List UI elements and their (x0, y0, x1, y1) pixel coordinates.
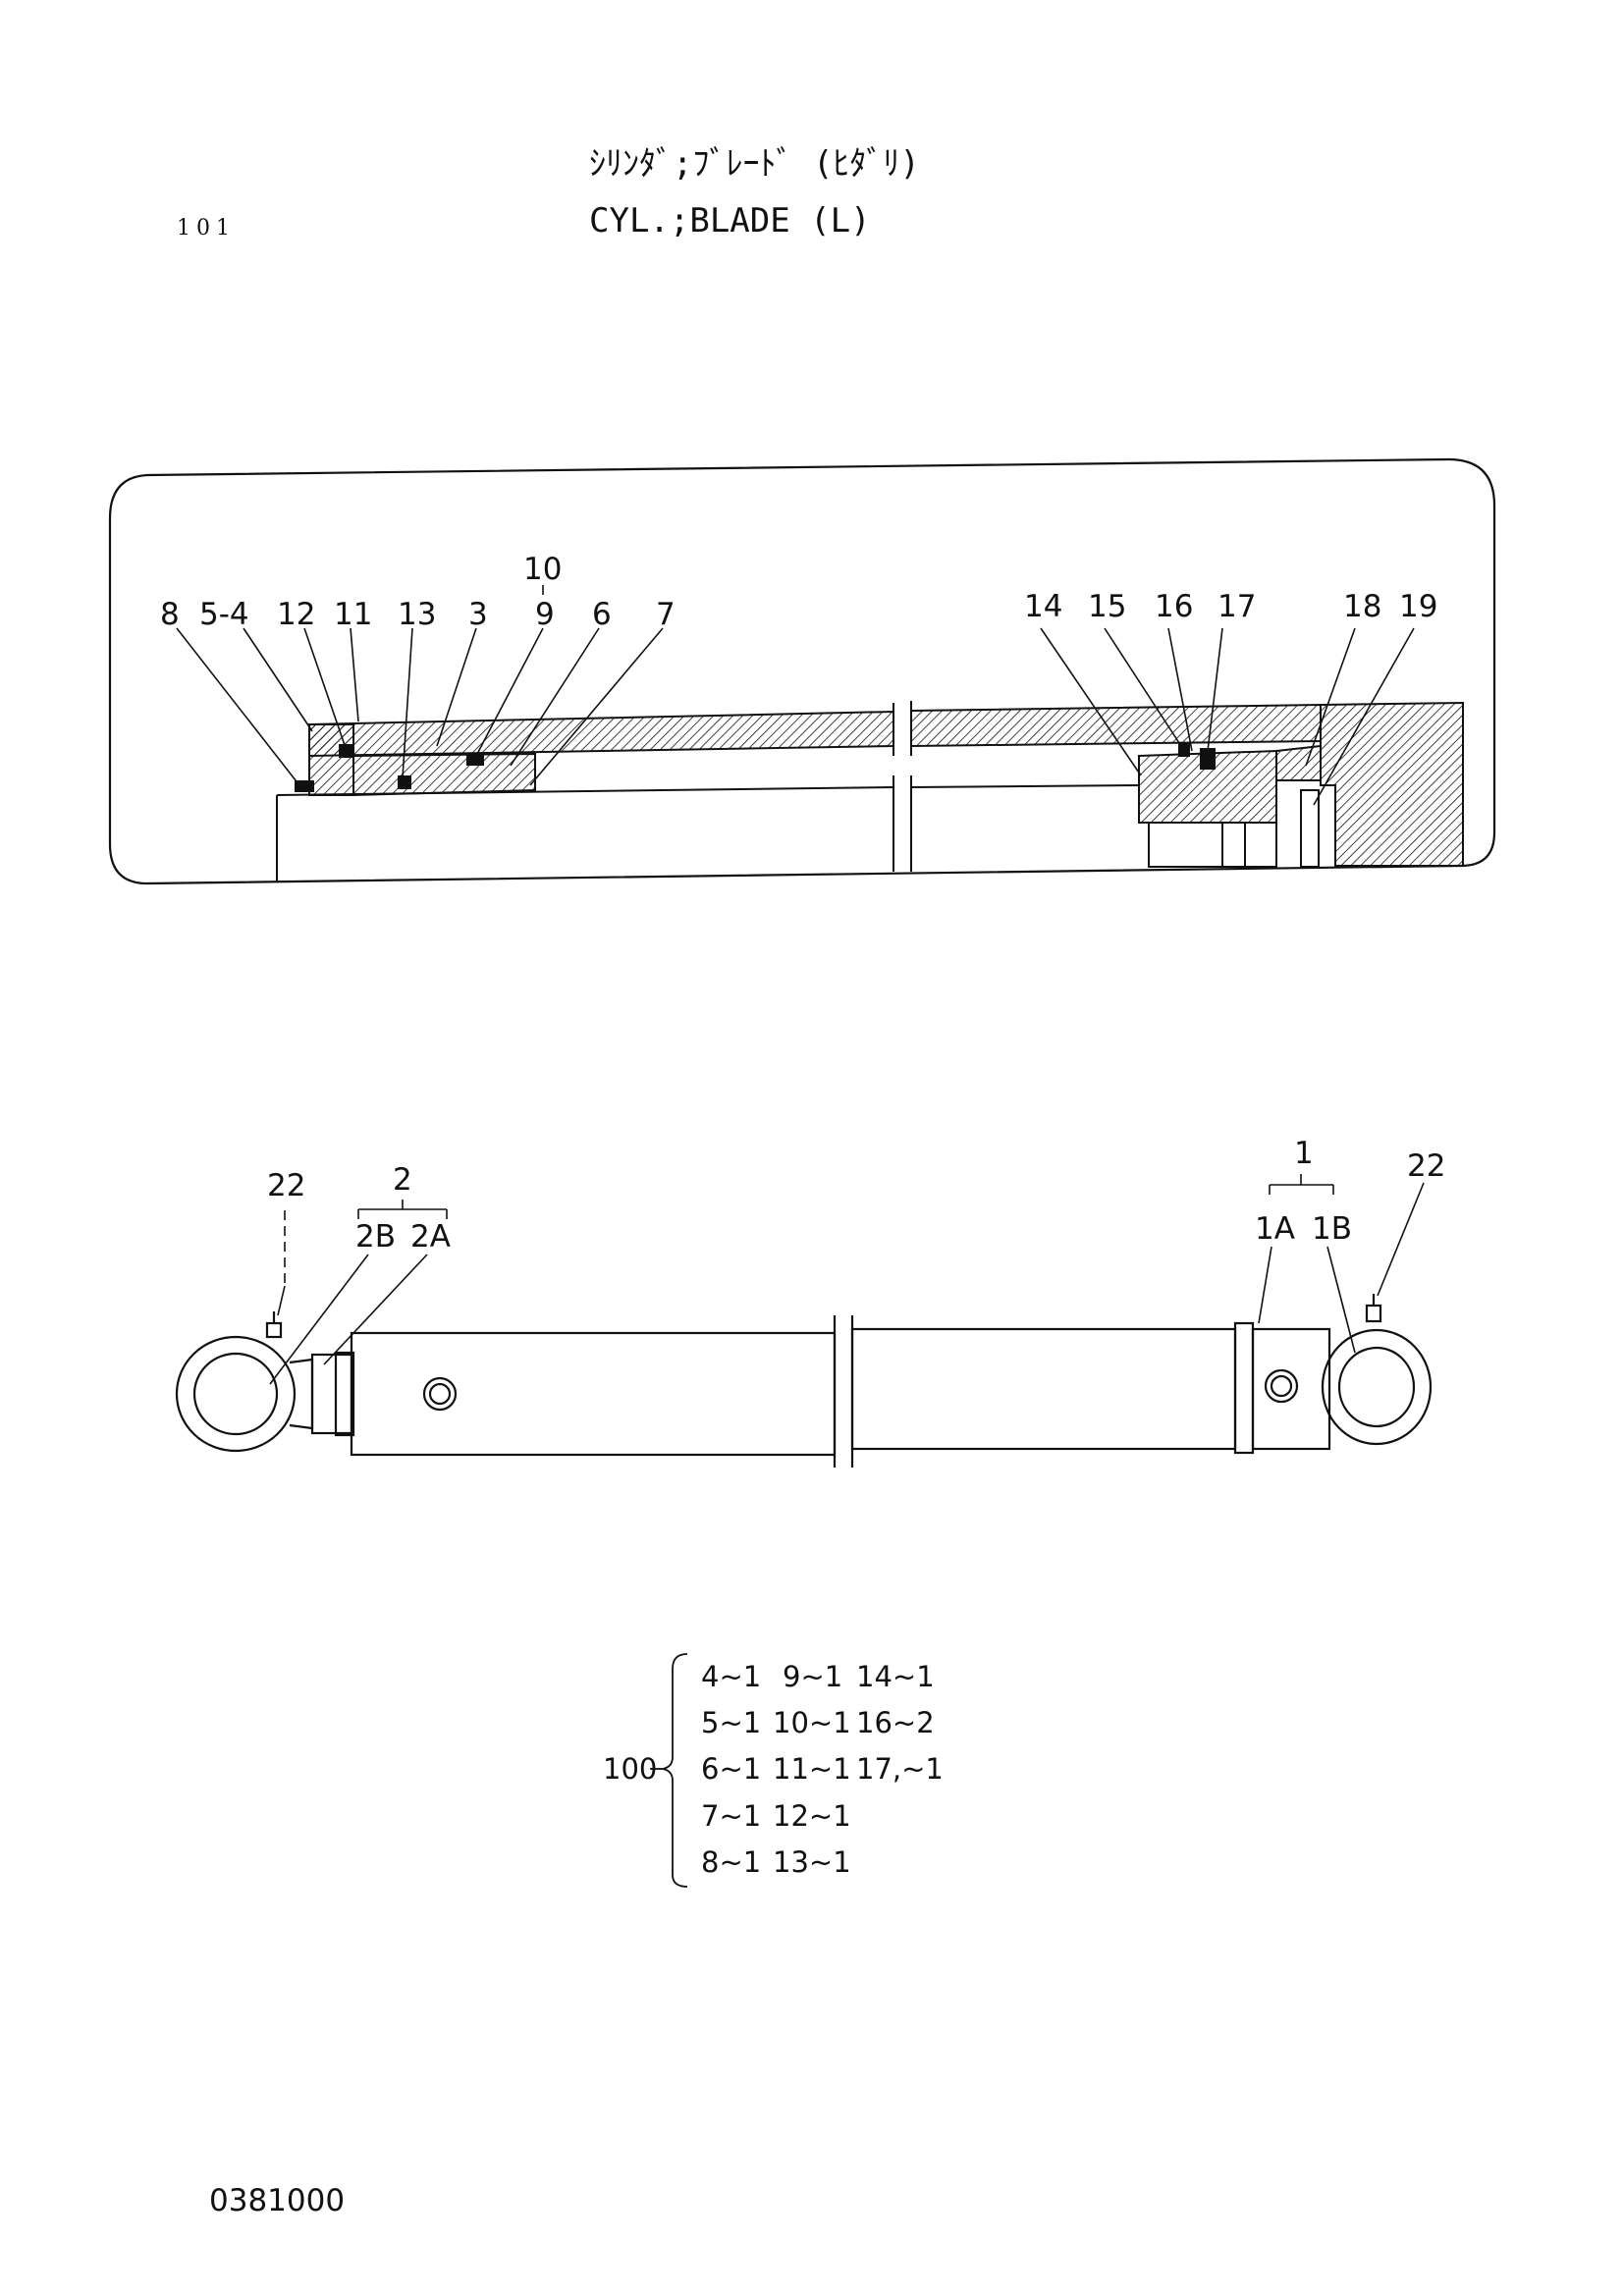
kit-number: 100 (603, 1752, 657, 1786)
title-japanese: ｼﾘﾝﾀﾞ;ﾌﾞﾚｰﾄﾞ (ﾋﾀﾞﾘ) (589, 144, 920, 184)
detail-leaders (176, 585, 1415, 806)
callout-label: 22 (1407, 1148, 1445, 1184)
piston-rod-top (276, 786, 894, 796)
port-right (1264, 1368, 1299, 1404)
callout-label: 13 (398, 597, 436, 632)
gland-3 (308, 723, 354, 796)
port-left (422, 1376, 458, 1412)
ring-9 (466, 754, 484, 766)
callout-label: 3 (468, 597, 488, 632)
seal-11 (339, 744, 352, 758)
title-english: CYL.;BLADE (L) (589, 201, 871, 240)
kit-item: 10~1 (773, 1706, 851, 1739)
callout-label: 14 (1024, 589, 1062, 624)
rod-guide (352, 752, 536, 797)
section-detail-view (108, 457, 1496, 885)
callout-label: 8 (160, 597, 180, 632)
kit-item: 11~1 (773, 1752, 851, 1786)
callout-label: 16 (1155, 589, 1193, 624)
kit-item: 16~2 (856, 1706, 935, 1739)
kit-item: 8~1 (701, 1845, 761, 1879)
cylinder-tube-wall (308, 710, 894, 758)
callout-label: 1 (1294, 1136, 1314, 1171)
tube-head-1B (1251, 1327, 1331, 1451)
grease-nipple-22-right (1365, 1304, 1382, 1323)
kit-item: 5~1 (701, 1706, 761, 1739)
document-number: 0381000 (209, 2183, 346, 2218)
piston-lower (1148, 822, 1277, 868)
cylinder-tube-1-right (850, 1327, 1237, 1451)
callout-label: 7 (656, 597, 676, 632)
tube-collar-1A (1233, 1321, 1255, 1455)
callout-label: 17 (1217, 589, 1256, 624)
rod-eye-outer (175, 1335, 297, 1453)
callout-label: 9 (535, 597, 555, 632)
kit-item: 12~1 (773, 1799, 851, 1833)
callout-label: 2 (393, 1162, 412, 1198)
rod-clevis-2 (310, 1353, 353, 1435)
detail-frame (108, 457, 1496, 885)
kit-item: 14~1 (856, 1660, 935, 1693)
seal-kit-list: 100 4~1 9~1 14~1 5~1 10~1 16~2 6~1 11~1 … (603, 1653, 944, 1888)
callout-label: 22 (267, 1168, 305, 1203)
kit-item: 4~1 (701, 1660, 761, 1693)
kit-item: 7~1 (701, 1799, 761, 1833)
callout-label: 2B (355, 1219, 396, 1255)
kit-item: 9~1 (783, 1660, 842, 1693)
seal-13 (398, 775, 411, 789)
detail-labels: 8 5-4 12 11 13 3 10 9 6 7 14 15 16 17 18… (160, 552, 1437, 632)
rod-neck (289, 1358, 314, 1430)
assembly-view (175, 1294, 1433, 1468)
set-screw-19 (1300, 789, 1320, 868)
callout-label: 1B (1312, 1211, 1352, 1247)
kit-item: 17,~1 (856, 1752, 944, 1786)
callout-label: 15 (1088, 589, 1126, 624)
callout-label: 2A (410, 1219, 451, 1255)
head-eye-outer (1321, 1328, 1433, 1446)
callout-label: 19 (1399, 589, 1437, 624)
rod-eye-bore (192, 1352, 279, 1436)
page-number: 101 (177, 216, 236, 240)
kit-item: 6~1 (701, 1752, 761, 1786)
grease-nipple-22-left (265, 1321, 283, 1339)
assembly-labels: 22 2 2B 2A 1 1A 1B 22 (267, 1136, 1445, 1255)
seal-17 (1200, 748, 1216, 770)
callout-label: 11 (334, 597, 372, 632)
ring-15 (1178, 743, 1190, 757)
wiper-8 (295, 780, 314, 792)
callout-label: 10 (523, 552, 562, 587)
callout-label: 18 (1343, 589, 1381, 624)
callout-label: 6 (592, 597, 612, 632)
kit-brace (662, 1653, 688, 1888)
nut-18 (1275, 744, 1322, 781)
callout-label: 5-4 (199, 597, 249, 632)
assembly-leaders (269, 1174, 1425, 1385)
callout-label: 1A (1255, 1211, 1295, 1247)
kit-item: 13~1 (773, 1845, 851, 1879)
head-eye-bore (1337, 1346, 1416, 1428)
callout-label: 12 (277, 597, 315, 632)
cylinder-head (1320, 701, 1464, 867)
